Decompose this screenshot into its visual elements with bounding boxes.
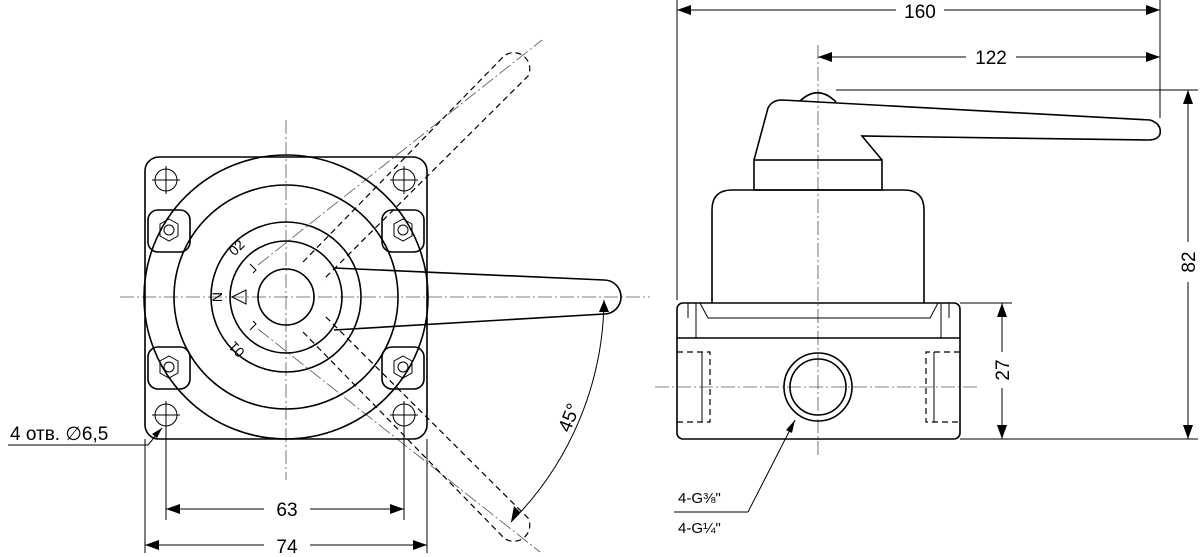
handle: [333, 267, 622, 331]
dim-inner-width: 63: [276, 500, 297, 521]
dim-outer-width: 74: [276, 537, 298, 557]
handle-hub: [257, 268, 315, 326]
body-outer-ring: [143, 154, 429, 440]
dial-label-top: 02: [225, 236, 247, 258]
port-label-1: 4-G⅜": [678, 490, 721, 507]
handle-collar: [753, 159, 883, 191]
dim-handle-reach: 122: [975, 48, 1007, 69]
tick-mark-icon: [249, 263, 257, 274]
dial-outer-ring: [210, 221, 362, 373]
port-label-2: 4-G¼": [678, 520, 721, 537]
dial-label-bottom: 01: [225, 338, 247, 360]
angle-arc: [510, 299, 605, 523]
port-inner: [789, 358, 847, 416]
dim-base-height: 27: [993, 359, 1014, 380]
mounting-hole: [390, 401, 418, 429]
port-outer: [783, 352, 853, 422]
tick-mark-icon: [249, 320, 257, 331]
hex-bolt: [381, 209, 425, 253]
dim-overall-length: 160: [904, 2, 936, 23]
mounting-hole: [152, 166, 180, 194]
hex-bolt: [147, 346, 191, 390]
mounting-hole: [390, 166, 418, 194]
handle-position-up: [302, 52, 531, 281]
body-middle-ring: [173, 184, 399, 410]
holes-label: 4 отв. ∅6,5: [10, 424, 108, 445]
hex-bolt: [147, 209, 191, 253]
dial-inner-ring: [229, 240, 343, 354]
side-view: 160 122 82 27 4-G⅜" 4-G¼": [655, 0, 1200, 537]
front-view: 02 N 01 45° 4 отв. ∅6,5 63 74: [8, 39, 650, 557]
dim-height: 82: [1179, 251, 1200, 272]
handle-knob: [799, 91, 837, 103]
arrow-marker-icon: [230, 289, 247, 305]
angle-label: 45°: [555, 401, 585, 436]
side-handle: [753, 99, 1162, 161]
valve-base: [676, 302, 961, 440]
mounting-hole: [152, 401, 180, 429]
hex-bolt: [381, 346, 425, 390]
handle-position-down: [302, 313, 531, 542]
dial-label-middle: N: [209, 292, 225, 302]
